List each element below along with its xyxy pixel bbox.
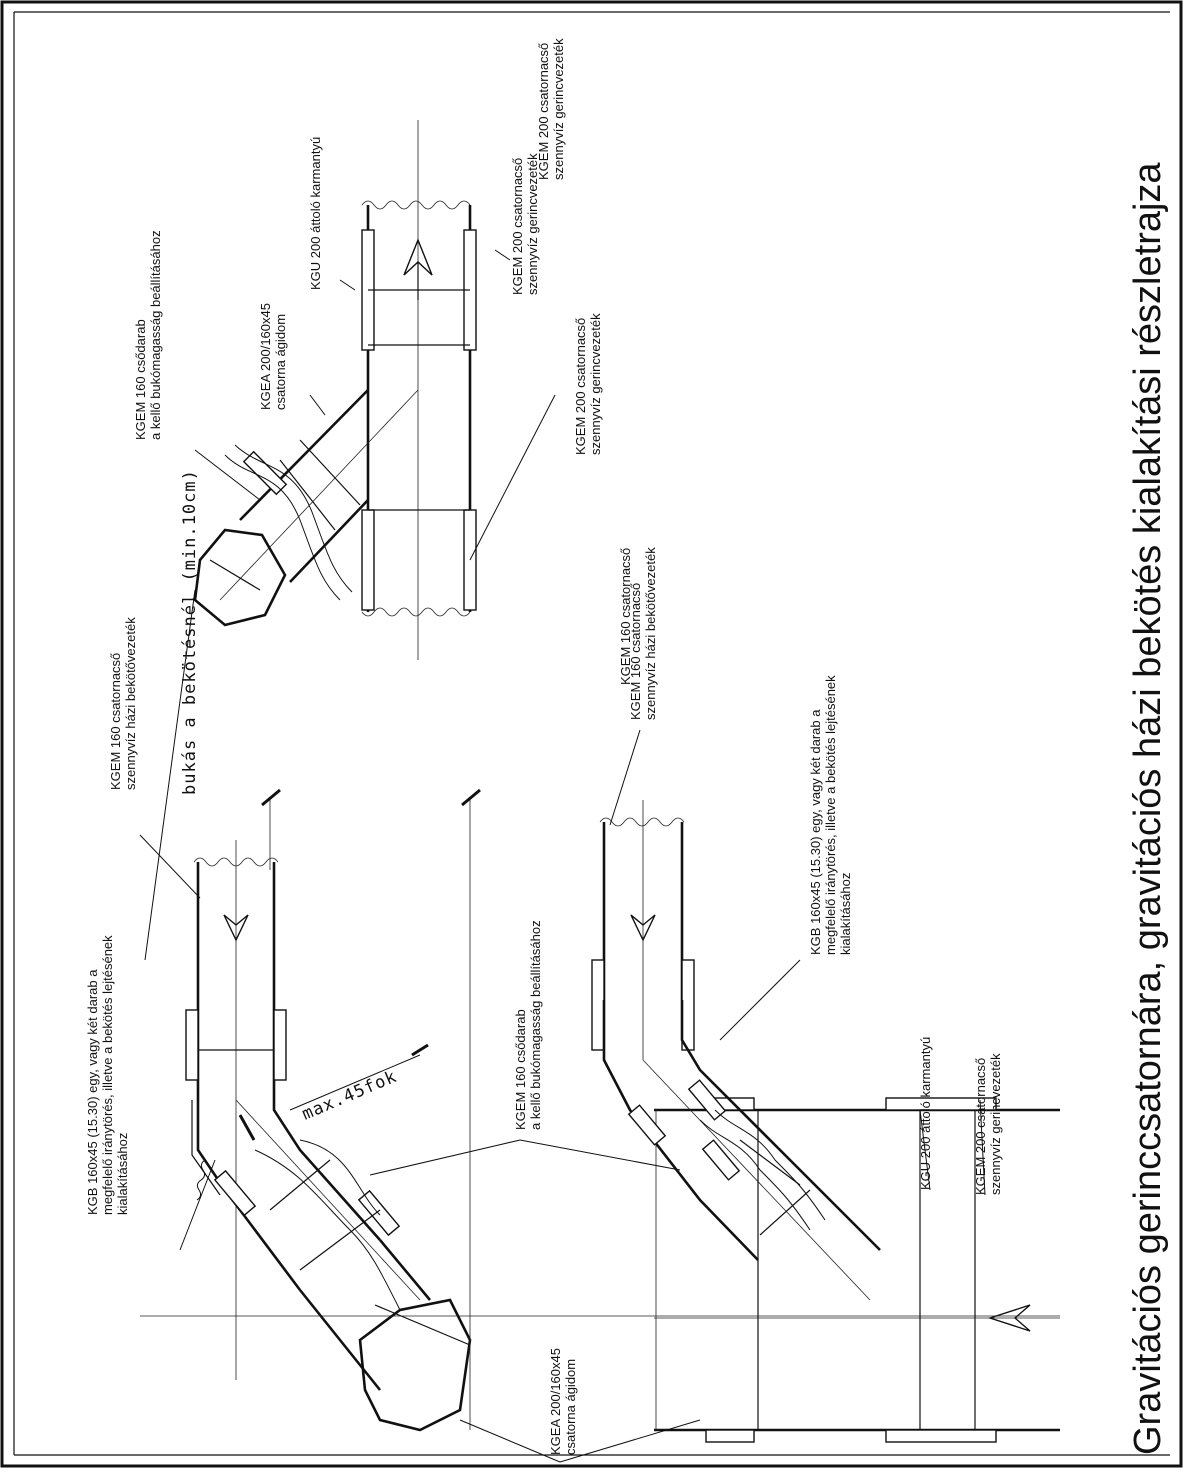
svg-text:KGEM 200 csatornacső: KGEM 200 csatornacső (573, 318, 588, 455)
svg-text:szennyvíz gerincvezeték: szennyvíz gerincvezeték (525, 153, 540, 295)
drop-dim-tick-1 (261, 788, 281, 807)
svg-text:KGEM 160 csődarab: KGEM 160 csődarab (133, 319, 148, 440)
svg-text:szennyvíz házi bekötővezeték: szennyvíz házi bekötővezeték (123, 617, 138, 790)
kgb-bend-bottom (602, 1000, 759, 1261)
label-drop-dimension: bukás a bekötésnél (min.10cm) (180, 469, 200, 795)
svg-text:max.45fok: max.45fok (299, 1067, 400, 1125)
svg-text:KGEM 160 csatornacső: KGEM 160 csatornacső (618, 548, 633, 685)
svg-text:a kellő bukómagasság beállítás: a kellő bukómagasság beállításához (528, 920, 543, 1130)
label-kgem160-house-bottom: KGEM 160 csatornacső szennyvíz házi bekö… (628, 547, 658, 720)
svg-text:KGEM 160 csődarab: KGEM 160 csődarab (513, 1009, 528, 1130)
svg-text:KGB 160x45 (15.30) egy, vagy k: KGB 160x45 (15.30) egy, vagy két darab a (85, 969, 100, 1215)
branch-top (193, 389, 419, 627)
leader-lines (139, 249, 986, 1463)
label-angle: max.45fok (299, 1067, 400, 1125)
svg-text:megfelelő iránytörés, illetve: megfelelő iránytörés, illetve a bekötés … (100, 935, 115, 1215)
svg-text:KGEM 160 csatornacső: KGEM 160 csatornacső (108, 653, 123, 790)
label-kgem200-bottom: KGEM 200 csatornacső szennyvíz gerincvez… (973, 1053, 1003, 1195)
flow-arrow-house-bottom (630, 914, 656, 942)
svg-text:KGEM 200 csatornacső: KGEM 200 csatornacső (973, 1058, 988, 1195)
flow-arrow-left (223, 914, 249, 942)
drop-dim-tick-2 (461, 788, 481, 807)
svg-text:KGEA 200/160x45: KGEA 200/160x45 (548, 1348, 563, 1455)
svg-text:szennyvíz gerincvezeték: szennyvíz gerincvezeték (551, 38, 566, 180)
drawing-title-text: Gravitációs gerinccsatornára, gravitáció… (1127, 162, 1169, 1455)
label-kgu-top: KGU 200 áttoló karmantyú (308, 137, 323, 290)
detail-left (140, 788, 1060, 1432)
detail-bottom-right (591, 800, 1060, 1443)
svg-text:szennyvíz házi bekötővezeték: szennyvíz házi bekötővezeték (643, 547, 658, 720)
label-kgem200-top-right: KGEM 200 csatornacső szennyvíz gerincvez… (536, 38, 566, 180)
svg-text:csatorna ágidom: csatorna ágidom (563, 1359, 578, 1455)
svg-text:szennyvíz gerincvezeték: szennyvíz gerincvezeték (588, 313, 603, 455)
svg-text:szennyvíz gerincvezeték: szennyvíz gerincvezeték (988, 1053, 1003, 1195)
main-pipe-top (361, 120, 477, 660)
svg-text:megfelelő iránytörés, illetve: megfelelő iránytörés, illetve a bekötés … (823, 675, 838, 955)
labels: KGB 160x45 (15.30) egy, vagy két darab a… (85, 38, 1003, 1455)
label-kgu-bottom: KGU 200 áttoló karmantyú (918, 1037, 933, 1190)
svg-text:kialakításához: kialakításához (115, 1133, 130, 1215)
svg-text:KGEM 200 csatornacső: KGEM 200 csatornacső (510, 158, 525, 295)
label-kgem160-piece-mid: KGEM 160 csődarab a kellő bukómagasság b… (513, 920, 543, 1130)
label-kgb-bend: KGB 160x45 (15.30) egy, vagy két darab a… (85, 935, 130, 1215)
svg-text:KGEM 160 csatornacső: KGEM 160 csatornacső (628, 583, 643, 720)
kgea-socket-left (361, 509, 375, 611)
label-kgem160-house-top: KGEM 160 csatornacső szennyvíz házi bekö… (108, 617, 138, 790)
svg-text:bukás a bekötésnél (min.10cm): bukás a bekötésnél (min.10cm) (180, 469, 200, 795)
flow-arrow-bottom (987, 1304, 1031, 1332)
label-kgem160-house-right: KGEM 160 csatornacső (618, 548, 633, 685)
svg-text:KGEA 200/160x45: KGEA 200/160x45 (258, 303, 273, 410)
label-kgea-top: KGEA 200/160x45 csatorna ágidom (258, 303, 288, 410)
angle-dim-tick-2 (411, 1043, 429, 1057)
svg-text:a kellő bukómagasság beállítás: a kellő bukómagasság beállításához (148, 230, 163, 440)
svg-text:KGEM 200 csatornacső: KGEM 200 csatornacső (536, 43, 551, 180)
kgea-end-left (358, 1298, 472, 1432)
label-kgea-bottom: KGEA 200/160x45 csatorna ágidom (548, 1348, 578, 1455)
svg-text:KGU 200 áttoló karmantyú: KGU 200 áttoló karmantyú (308, 137, 323, 290)
svg-text:csatorna ágidom: csatorna ágidom (273, 314, 288, 410)
svg-text:KGU 200 áttoló karmantyú: KGU 200 áttoló karmantyú (918, 1037, 933, 1190)
kgem160-piece-end-top (193, 528, 287, 627)
kgu-coupling-bottom (885, 1097, 997, 1111)
svg-text:KGB 160x45 (15.30) egy, vagy k: KGB 160x45 (15.30) egy, vagy két darab a (808, 709, 823, 955)
drawing-title: Gravitációs gerinccsatornára, gravitáció… (1127, 162, 1169, 1455)
label-kgem200-top-mid: KGEM 200 csatornacső szennyvíz gerincvez… (510, 153, 540, 295)
label-kgem160-piece-top: KGEM 160 csődarab a kellő bukómagasság b… (133, 230, 163, 440)
svg-text:kialakításához: kialakításához (838, 873, 853, 955)
label-kgem200-center: KGEM 200 csatornacső szennyvíz gerincvez… (573, 313, 603, 455)
label-kgb-bend-bottom: KGB 160x45 (15.30) egy, vagy két darab a… (808, 675, 853, 955)
angle-dim-tick-1 (238, 1114, 256, 1141)
detail-top-right (193, 120, 477, 660)
